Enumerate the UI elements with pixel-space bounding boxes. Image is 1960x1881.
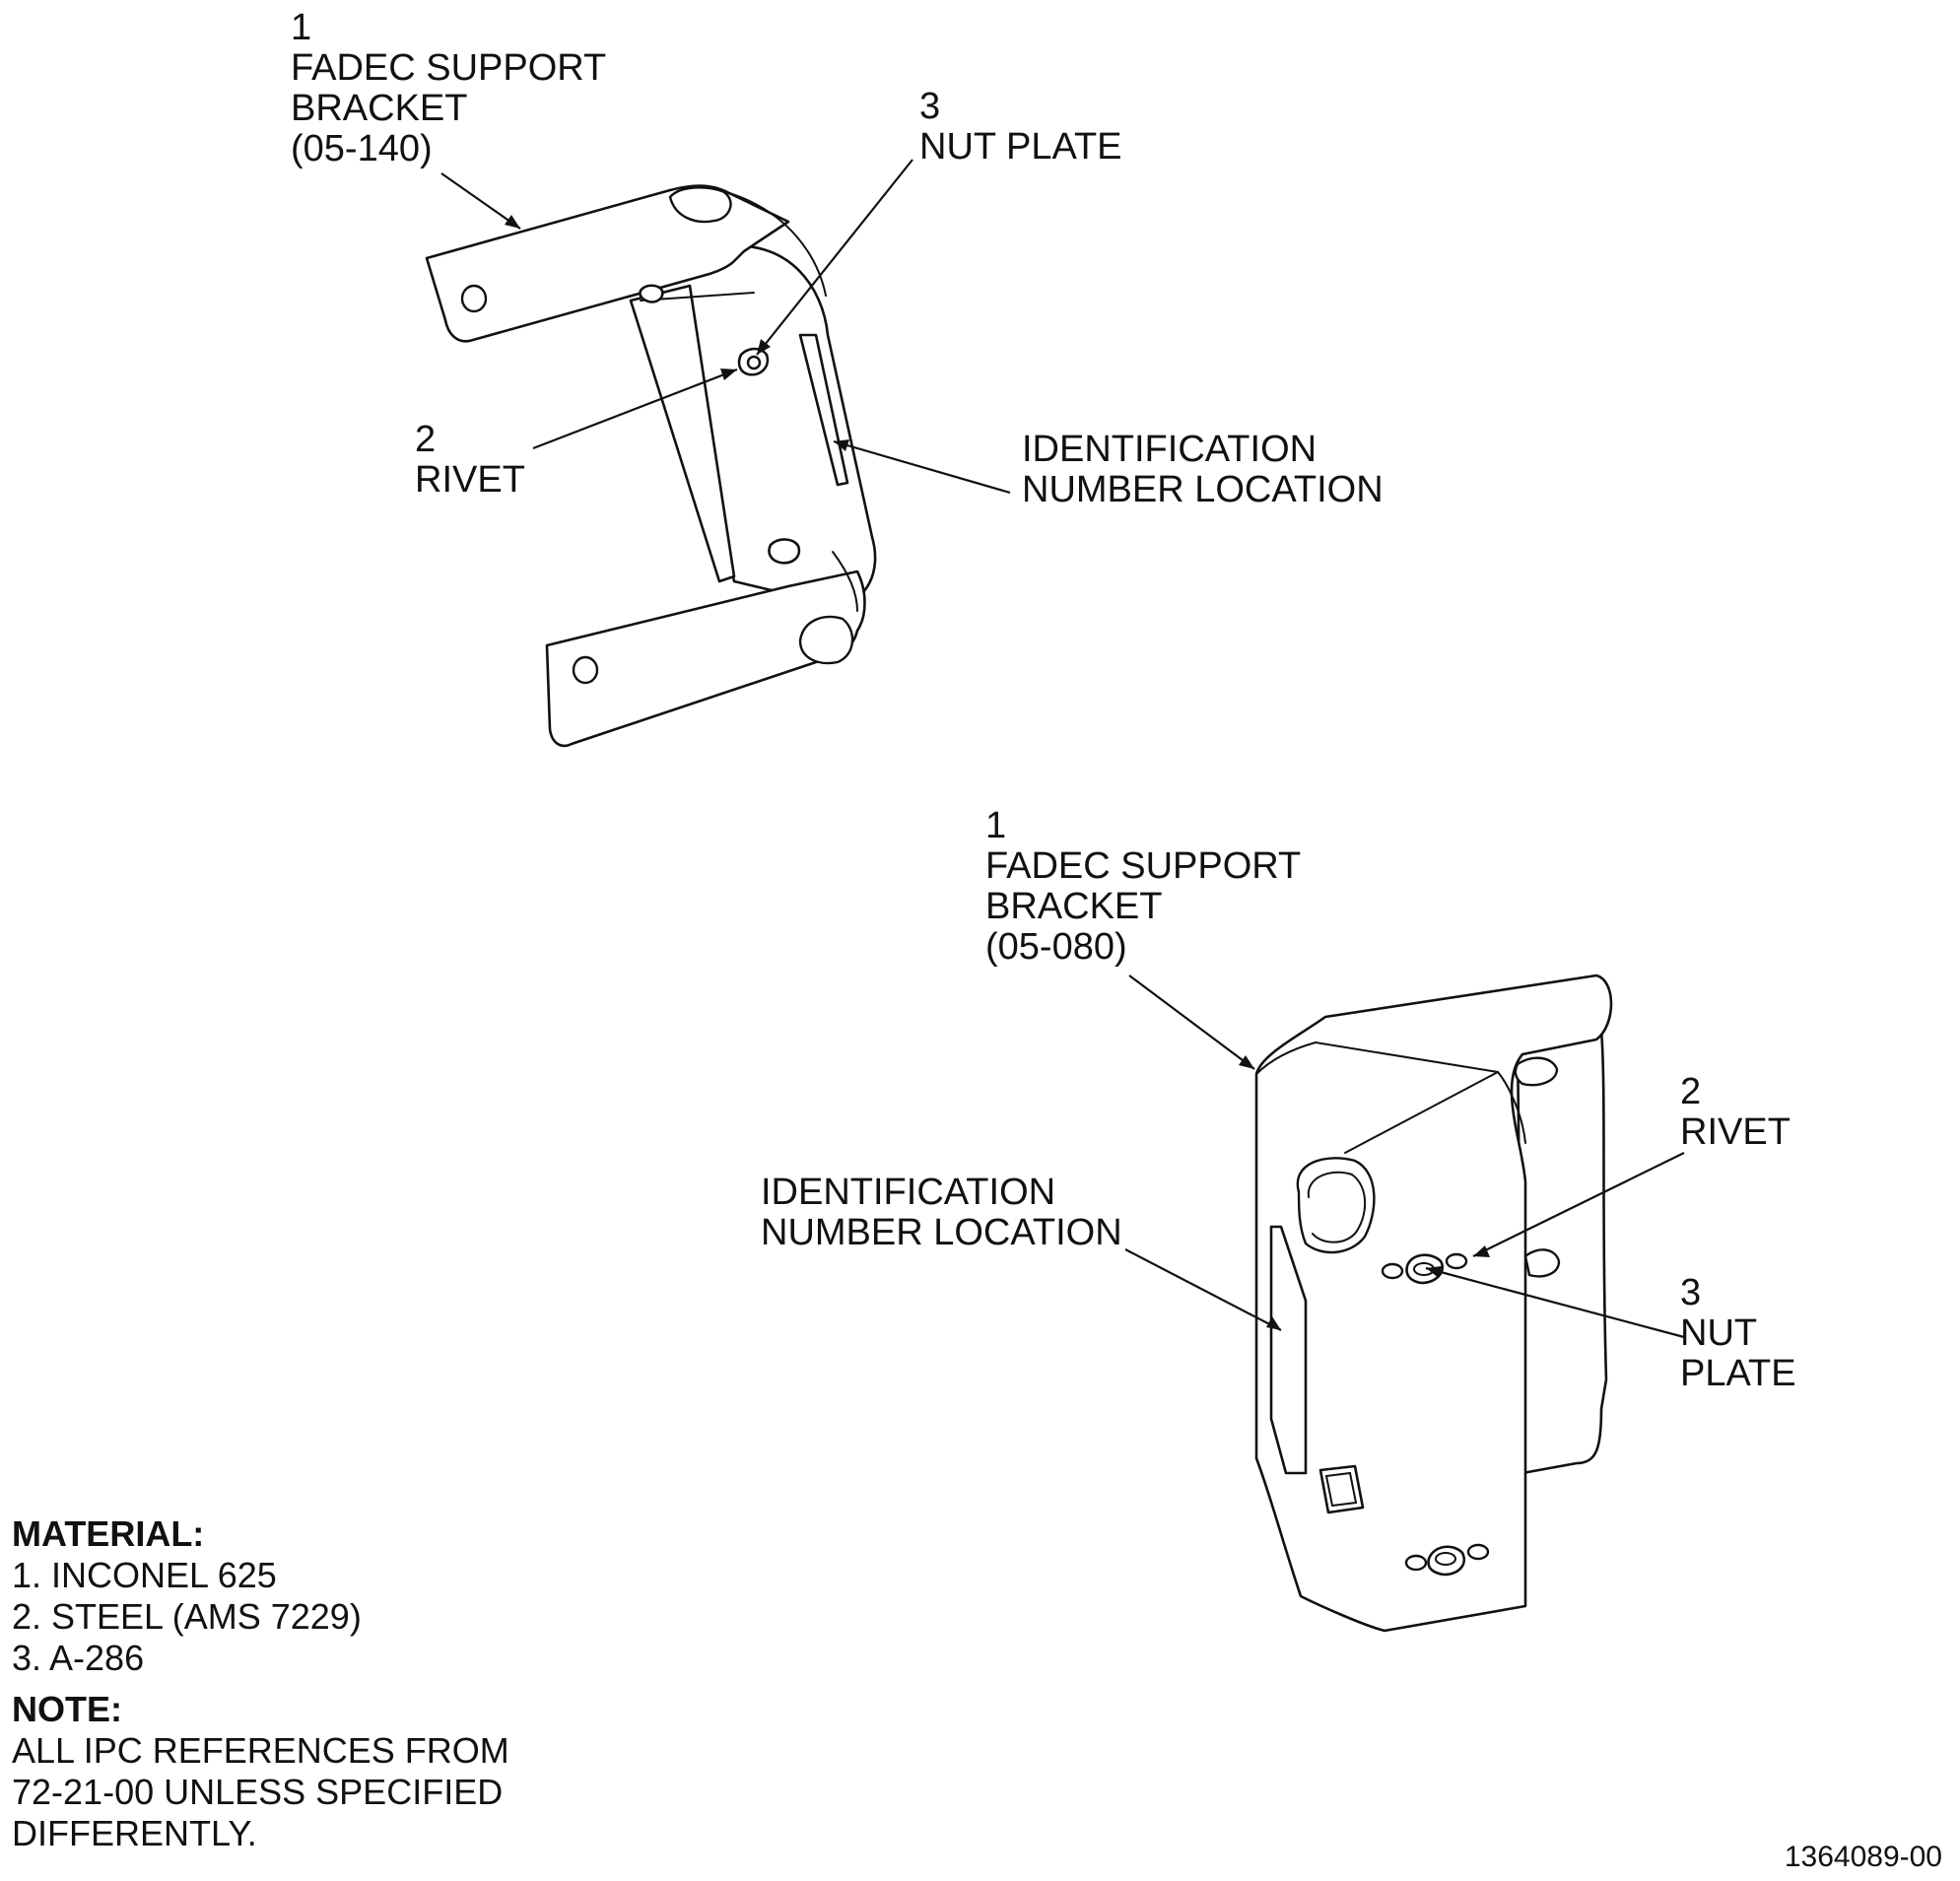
bracket-05-140 [425, 184, 877, 748]
top-id-location-label-line-1: IDENTIFICATION [1022, 429, 1318, 470]
figure-number: 1364089-00 [1784, 1841, 1942, 1873]
note-heading: NOTE: [12, 1689, 122, 1729]
note-line-3: DIFFERENTLY. [12, 1813, 257, 1853]
material-item-1: 1. INCONEL 625 [12, 1555, 277, 1595]
material-item-3: 3. A-286 [12, 1638, 145, 1678]
bottom-bracket-label: 1 FADEC SUPPORT BRACKET (05-080) [985, 806, 1301, 968]
material-item-2: 2. STEEL (AMS 7229) [12, 1596, 362, 1637]
notes-block: MATERIAL: 1. INCONEL 625 2. STEEL (AMS 7… [12, 1513, 509, 1854]
top-bracket-label: 1 FADEC SUPPORT BRACKET (05-140) [291, 8, 606, 169]
top-bracket-label-line-3: (05-140) [291, 128, 433, 169]
bottom-bracket-label-line-3: (05-080) [985, 926, 1127, 968]
top-bracket-label-line-2: BRACKET [291, 88, 468, 129]
bottom-rivet-label-line-1: RIVET [1680, 1111, 1791, 1153]
bottom-bracket-label-line-2: BRACKET [985, 886, 1163, 927]
top-bracket-label-item-no: 1 [291, 7, 312, 48]
bottom-leaders [1124, 974, 1685, 1339]
top-id-location-label: IDENTIFICATION NUMBER LOCATION [1022, 430, 1384, 510]
bottom-id-location-label-line-1: IDENTIFICATION [761, 1172, 1056, 1213]
top-rivet-label: 2 RIVET [415, 420, 525, 501]
bottom-rivet-label: 2 RIVET [1680, 1072, 1791, 1153]
top-rivet-label-line-1: RIVET [415, 459, 525, 501]
top-bracket-label-line-1: FADEC SUPPORT [291, 47, 607, 89]
bottom-id-location-label: IDENTIFICATION NUMBER LOCATION [761, 1173, 1122, 1253]
top-nut-plate-label-item-no: 3 [919, 86, 941, 127]
bottom-id-location-label-line-2: NUMBER LOCATION [761, 1212, 1122, 1253]
bottom-rivet-label-item-no: 2 [1680, 1071, 1702, 1112]
bottom-nut-plate-label-line-2: PLATE [1680, 1353, 1796, 1394]
top-leaders [440, 159, 1011, 495]
top-id-location-label-line-2: NUMBER LOCATION [1022, 469, 1384, 510]
top-nut-plate-label-line-1: NUT PLATE [919, 126, 1122, 168]
note-line-1: ALL IPC REFERENCES FROM [12, 1730, 509, 1771]
material-heading: MATERIAL: [12, 1513, 205, 1554]
bottom-nut-plate-label-line-1: NUT [1680, 1312, 1758, 1354]
bottom-nut-plate-label-item-no: 3 [1680, 1272, 1702, 1313]
bottom-bracket-label-line-1: FADEC SUPPORT [985, 845, 1302, 887]
bracket-05-080 [1254, 974, 1613, 1633]
bottom-bracket-label-item-no: 1 [985, 805, 1007, 846]
top-nut-plate-label: 3 NUT PLATE [919, 87, 1122, 168]
top-rivet-label-item-no: 2 [415, 419, 437, 460]
note-line-2: 72-21-00 UNLESS SPECIFIED [12, 1772, 504, 1812]
bottom-nut-plate-label: 3 NUT PLATE [1680, 1273, 1796, 1394]
